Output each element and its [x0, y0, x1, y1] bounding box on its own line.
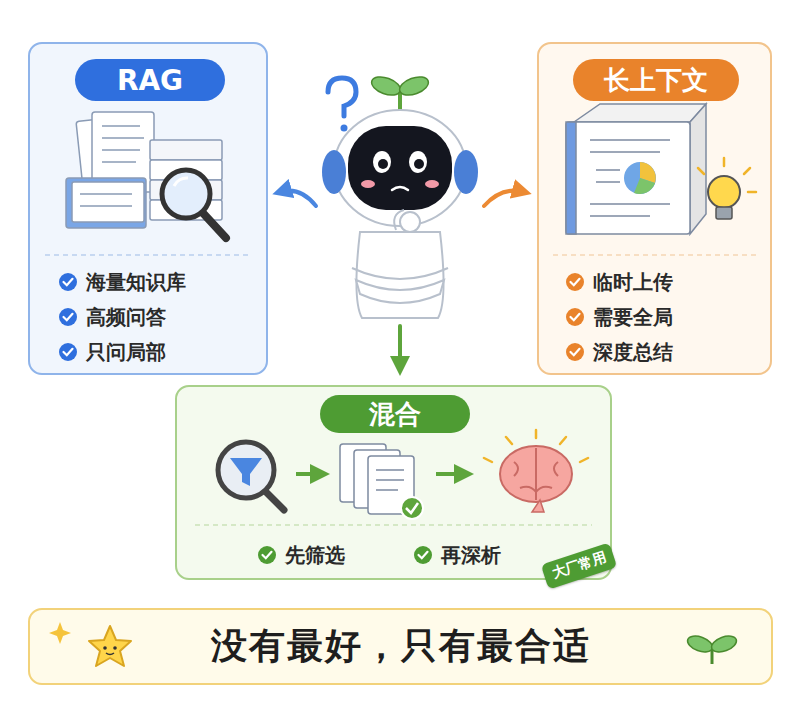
feature-text: 需要全局 [593, 304, 673, 331]
check-icon [565, 342, 585, 362]
flow-arrow [296, 472, 322, 476]
panel-ground [28, 42, 268, 375]
feature-text: 海量知识库 [86, 269, 186, 296]
check-icon [565, 272, 585, 292]
panel-title: 长上下文 [604, 63, 708, 98]
feature-text: 只问局部 [86, 339, 166, 366]
feature-text: 先筛选 [285, 542, 345, 569]
option-panel: 临时上传需要全局深度总结 长上下文 [537, 42, 772, 375]
tag-badge: 大厂常用 [541, 543, 618, 590]
check-row: 需要全局 [565, 303, 673, 331]
option-panel: 海量知识库高频问答只问局部 RAG [28, 42, 268, 375]
brain-icon [484, 430, 588, 512]
check-row: 临时上传 [565, 268, 673, 296]
choice-arrow [280, 191, 316, 206]
option-panel: 先筛选 再深析 混合大厂常用 [175, 385, 612, 580]
choice-arrow [398, 326, 402, 368]
check-row: 先筛选 [257, 541, 345, 569]
tag-text: 大厂常用 [550, 549, 609, 583]
sprout-icon [685, 633, 738, 664]
divider [553, 255, 756, 256]
summary-banner: 没有最好，只有最合适 [28, 608, 773, 685]
title-pill: 混合 [320, 395, 470, 433]
funnel-magnifier-icon [218, 442, 284, 510]
flow-arrow [436, 472, 466, 476]
feature-text: 临时上传 [593, 269, 673, 296]
conclusion-text: 没有最好，只有最合适 [211, 622, 591, 671]
panel-title: 混合 [369, 397, 421, 432]
divider [45, 255, 252, 256]
feature-text: 深度总结 [593, 339, 673, 366]
panel-ground [537, 42, 772, 375]
divider [195, 525, 592, 526]
check-row: 高频问答 [58, 303, 166, 331]
documents-icon [66, 112, 222, 228]
sparkle-icon [49, 622, 71, 644]
feature-text: 再深析 [441, 542, 501, 569]
check-row: 深度总结 [565, 338, 673, 366]
feature-text: 高频问答 [86, 304, 166, 331]
panel-ground [175, 385, 612, 580]
title-pill: 长上下文 [573, 59, 739, 101]
check-row: 海量知识库 [58, 268, 186, 296]
check-row: 只问局部 [58, 338, 166, 366]
check-icon [565, 307, 585, 327]
panel-title: RAG [117, 64, 183, 97]
check-icon [257, 545, 277, 565]
title-pill: RAG [75, 59, 225, 101]
choice-arrow [484, 191, 524, 206]
check-icon [58, 272, 78, 292]
robot-illustration [322, 73, 478, 318]
check-row: 再深析 [413, 541, 501, 569]
check-icon [58, 307, 78, 327]
lightbulb-icon [698, 158, 756, 219]
magnifier-icon [162, 170, 226, 238]
documents-icon [340, 444, 423, 519]
check-icon [413, 545, 433, 565]
check-icon [58, 342, 78, 362]
banner-ground [28, 608, 773, 685]
book-icon [566, 104, 706, 234]
star-icon [89, 626, 131, 666]
